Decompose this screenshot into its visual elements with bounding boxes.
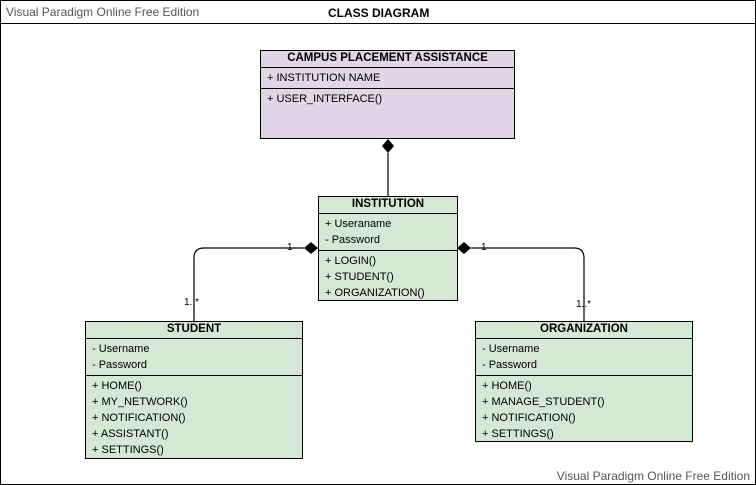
- operations-section: + HOME() + MY_NETWORK() + NOTIFICATION()…: [86, 376, 302, 460]
- watermark-top: Visual Paradigm Online Free Edition: [6, 5, 200, 19]
- class-name: STUDENT: [86, 322, 302, 339]
- operation: + MY_NETWORK(): [92, 396, 188, 408]
- title-bar: [0, 0, 755, 24]
- composition-diamond-student: [304, 242, 318, 254]
- multiplicity-org-one: 1: [481, 242, 487, 253]
- operation: + HOME(): [482, 380, 532, 392]
- attribute: + Useraname: [325, 218, 392, 230]
- operation: + SETTINGS(): [92, 444, 164, 456]
- attributes-section: + INSTITUTION NAME: [261, 68, 514, 89]
- operation: + MANAGE_STUDENT(): [482, 396, 605, 408]
- operation: + STUDENT(): [325, 271, 394, 283]
- operations-section: + USER_INTERFACE(): [261, 89, 514, 109]
- operation: + USER_INTERFACE(): [267, 93, 383, 105]
- composition-diamond-campus: [382, 139, 394, 153]
- composition-line-organization: [471, 247, 585, 322]
- operation: + SETTINGS(): [482, 428, 554, 440]
- operations-section: + HOME() + MANAGE_STUDENT() + NOTIFICATI…: [476, 376, 692, 444]
- attributes-section: - Username - Password: [476, 339, 692, 376]
- attribute: - Username: [482, 343, 540, 355]
- operations-section: + LOGIN() + STUDENT() + ORGANIZATION(): [319, 251, 457, 303]
- multiplicity-student-many: 1..*: [184, 297, 200, 308]
- operation: + NOTIFICATION(): [92, 412, 186, 424]
- attribute: - Password: [92, 359, 148, 371]
- operation: + ASSISTANT(): [92, 428, 169, 440]
- attribute: - Username: [92, 343, 150, 355]
- attribute: - Password: [482, 359, 538, 371]
- attributes-section: - Username - Password: [86, 339, 302, 376]
- attribute: + INSTITUTION NAME: [267, 72, 381, 84]
- watermark-bottom: Visual Paradigm Online Free Edition: [556, 469, 750, 483]
- attributes-section: + Useraname - Password: [319, 214, 457, 251]
- operation: + HOME(): [92, 380, 142, 392]
- diagram-title: CLASS DIAGRAM: [328, 6, 430, 20]
- class-organization[interactable]: ORGANIZATION - Username - Password + HOM…: [475, 321, 693, 442]
- class-institution[interactable]: INSTITUTION + Useraname - Password + LOG…: [318, 196, 458, 301]
- operation: + LOGIN(): [325, 255, 377, 267]
- multiplicity-student-one: 1: [287, 242, 293, 253]
- composition-diamond-organization: [457, 242, 471, 254]
- class-name: ORGANIZATION: [476, 322, 692, 339]
- operation: + NOTIFICATION(): [482, 412, 576, 424]
- class-name: INSTITUTION: [319, 197, 457, 214]
- multiplicity-org-many: 1..*: [576, 299, 592, 310]
- composition-line-student: [193, 247, 304, 322]
- operation: + ORGANIZATION(): [325, 287, 425, 299]
- class-campus-placement-assistance[interactable]: CAMPUS PLACEMENT ASSISTANCE + INSTITUTIO…: [260, 50, 515, 139]
- attribute: - Password: [325, 234, 381, 246]
- class-name: CAMPUS PLACEMENT ASSISTANCE: [261, 51, 514, 68]
- class-student[interactable]: STUDENT - Username - Password + HOME() +…: [85, 321, 303, 459]
